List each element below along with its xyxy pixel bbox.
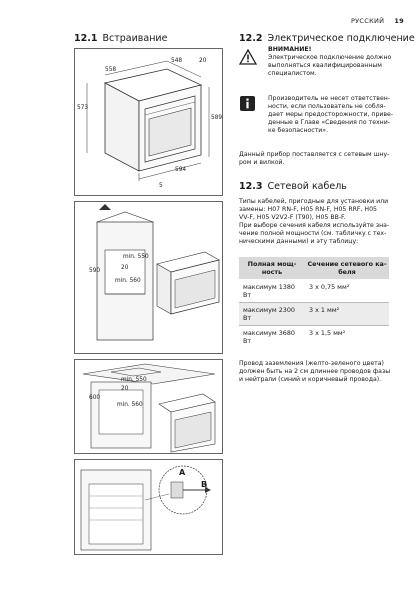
info-line: ке безопасности».: [268, 126, 329, 134]
intro-line: VV-F, H05 V2V2-F (T90), H05 BB-F.: [239, 213, 346, 221]
cable-table: Полная мощ- ность Сечение сетевого ка- б…: [239, 257, 389, 348]
info-line: денные в Главе «Сведения по техни-: [268, 118, 390, 126]
cable-table-wrapper: Полная мощ- ность Сечение сетевого ка- б…: [239, 257, 389, 348]
warning-title: ВНИМАНИЕ!: [268, 46, 312, 53]
figure-undercounter-install: min. 550 20 600 min. 560: [74, 359, 223, 454]
dim-20: 20: [199, 58, 207, 64]
cell-cable: 3 x 1,5 мм²: [305, 325, 389, 348]
info-line: дает меры предосторожности, приве-: [268, 110, 394, 118]
warning-line: Электрическое подключение должно: [268, 53, 392, 61]
dim-558: 558: [105, 67, 117, 73]
column-install-drawing: [96, 204, 220, 341]
cell-power: максимум 2300 Вт: [239, 302, 305, 326]
ground-line: и нейтрали (синий и коричневый провода).: [239, 375, 382, 383]
figure-screw-fixing: A B: [74, 459, 223, 555]
section-title-12-2: 12.2 Электрическое подключение: [239, 33, 415, 44]
intro-line: чение полной мощности (см. табличку с те…: [239, 229, 387, 237]
label-a: A: [179, 468, 186, 477]
info-icon: [240, 96, 255, 111]
screw-fixing-drawing: [80, 465, 211, 551]
warning-block: ВНИМАНИЕ! Электрическое подключение долж…: [268, 46, 408, 78]
section-number: 12.2: [239, 33, 263, 44]
dim-573: 573: [77, 105, 89, 111]
table-row: максимум 3680 Вт 3 x 1,5 мм²: [239, 325, 389, 348]
dim-589: 589: [211, 115, 223, 121]
column-header-cable: Сечение сетевого ка- беля: [305, 257, 389, 280]
dim-min-560: min. 560: [115, 278, 141, 284]
column-header-power: Полная мощ- ность: [239, 257, 305, 280]
section-heading: Встраивание: [102, 33, 168, 44]
label-b: B: [201, 480, 208, 489]
ground-line: должен быть на 2 см длиннее проводов фаз…: [239, 367, 391, 375]
info-block: Производитель не несет ответствен- ности…: [268, 95, 408, 135]
warning-line: выполняться квалифицированным: [268, 61, 382, 69]
section-number: 12.1: [74, 33, 98, 44]
header-language: РУССКИЙ: [350, 17, 385, 25]
dim-20-c: 20: [121, 386, 129, 392]
table-header-row: Полная мощ- ность Сечение сетевого ка- б…: [239, 257, 389, 280]
section-heading: Сетевой кабель: [267, 181, 347, 192]
dim-min-560-b: min. 560: [117, 402, 143, 408]
dim-20-b: 20: [121, 265, 129, 271]
section-number: 12.3: [239, 181, 263, 192]
section-heading: Электрическое подключение: [267, 33, 415, 44]
dim-5: 5: [159, 183, 163, 189]
intro-line: замены: H07 RN-F, H05 RN-F, H05 RRF, H05: [239, 205, 377, 213]
section-title-12-1: 12.1 Встраивание: [74, 33, 167, 44]
dim-594: 594: [175, 167, 187, 173]
table-row: максимум 2300 Вт 3 x 1 мм²: [239, 302, 389, 326]
dim-590: 590: [89, 268, 101, 274]
figure-oven-dimensions: 558 548 20 573 589 594 5: [74, 48, 223, 196]
undercounter-install-drawing: [82, 363, 216, 453]
oven-dimensions-drawing: [86, 60, 210, 181]
dim-min-550-b: min. 550: [121, 377, 147, 383]
cable-intro: Типы кабелей, пригодные для установки ил…: [239, 198, 411, 246]
section-title-12-3: 12.3 Сетевой кабель: [239, 181, 347, 192]
intro-line: ническими данными) и эту таблицу:: [239, 237, 359, 245]
page-header: РУССКИЙ 19: [351, 17, 404, 25]
table-row: максимум 1380 Вт 3 x 0,75 мм²: [239, 279, 389, 303]
dim-600: 600: [89, 395, 101, 401]
intro-line: При выборе сечения кабеля используйте зн…: [239, 221, 390, 229]
info-line: Производитель не несет ответствен-: [268, 95, 391, 102]
page-number: 19: [394, 17, 404, 25]
ground-line: Провод заземления (желто-зеленого цвета): [239, 360, 384, 367]
cell-power: максимум 3680 Вт: [239, 325, 305, 348]
supply-line: Данный прибор поставляется с сетевым шну…: [239, 151, 390, 158]
supply-note: Данный прибор поставляется с сетевым шну…: [239, 151, 409, 167]
info-line: ности, если пользователь не собля-: [268, 102, 386, 110]
intro-line: Типы кабелей, пригодные для установки ил…: [239, 198, 389, 205]
cell-cable: 3 x 0,75 мм²: [305, 279, 389, 303]
supply-line: ром и вилкой.: [239, 158, 285, 166]
dim-548: 548: [171, 58, 183, 64]
dim-min-550: min. 550: [123, 254, 149, 260]
ground-note: Провод заземления (желто-зеленого цвета)…: [239, 360, 411, 384]
cell-power: максимум 1380 Вт: [239, 279, 305, 303]
cell-cable: 3 x 1 мм²: [305, 302, 389, 326]
figure-column-install: min. 550 20 590 min. 560: [74, 201, 223, 354]
warning-line: специалистом.: [268, 69, 317, 77]
warning-icon: [238, 48, 258, 65]
